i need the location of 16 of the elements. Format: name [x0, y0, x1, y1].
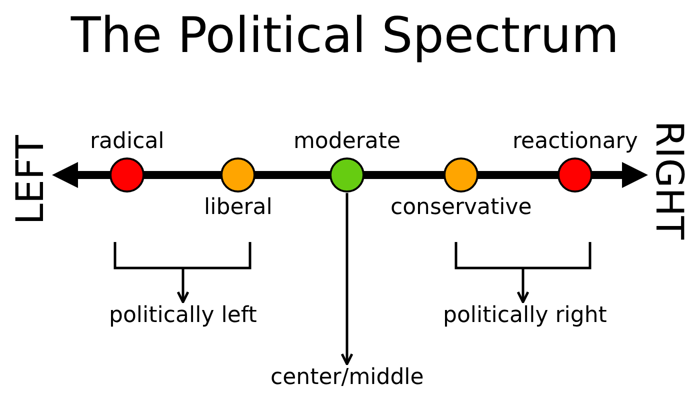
bracket — [454, 242, 592, 270]
group-label: politically right — [443, 300, 607, 332]
group-label: politically left — [109, 300, 257, 332]
stance-label: conservative — [390, 194, 532, 222]
stance-label: moderate — [294, 128, 401, 156]
bracket — [114, 242, 252, 270]
stance-label: radical — [90, 128, 164, 156]
group-label: center/middle — [270, 362, 424, 394]
arrow — [176, 269, 190, 304]
arrow — [516, 269, 530, 304]
direction-label: RIGHT — [648, 120, 689, 240]
title: The Political Spectrum — [70, 6, 620, 66]
direction-label: LEFT — [10, 135, 50, 225]
stance-label: reactionary — [512, 128, 638, 156]
arrow — [340, 193, 354, 366]
stance-label: liberal — [204, 194, 272, 222]
